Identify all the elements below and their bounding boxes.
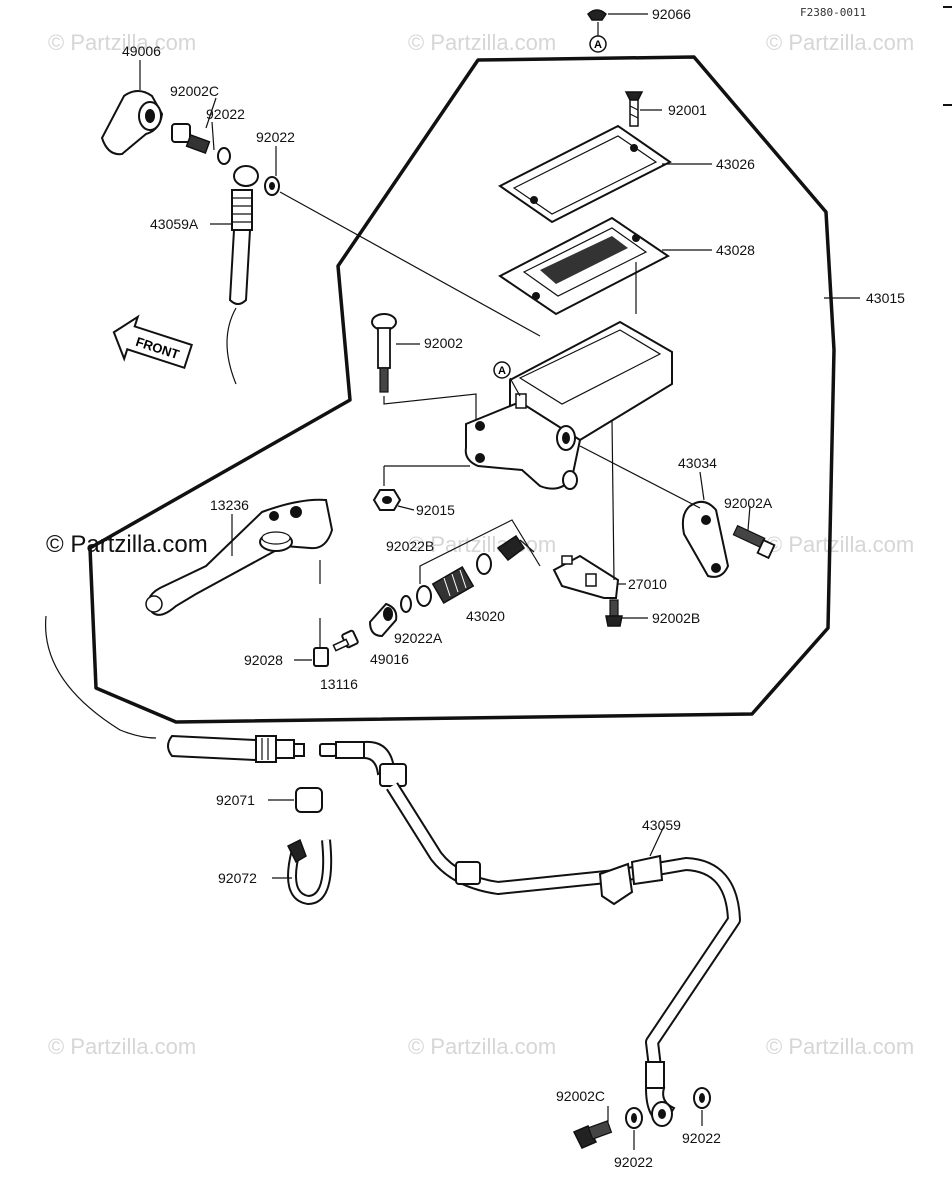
label-43059: 43059 [642,817,681,833]
part-92028-collar [313,618,329,667]
watermark: © Partzilla.com [48,1034,196,1059]
part-92002A-bolt [732,524,776,560]
part-92022-washer-bottom-left [625,1107,643,1129]
part-27010-switch [552,419,620,599]
watermark: © Partzilla.com [408,1034,556,1059]
watermark: © Partzilla.com [48,30,196,55]
leader-line [279,191,541,337]
label-43020: 43020 [466,608,505,624]
assembly-boundary [88,55,836,724]
watermark: © Partzilla.com [766,30,914,55]
label-43059A: 43059A [150,216,199,232]
part-labels: 92066 49006 92002C 92022 92022 43059A 92… [122,6,905,1170]
part-43020-piston-kit [419,519,541,605]
part-43059A-brake-hose [226,165,259,385]
part-43059-hose-upper-left [167,734,305,763]
ref-marker-a: A [498,365,506,377]
label-92072: 92072 [218,870,257,886]
part-92002B-screw [605,599,623,627]
part-92022-washer-bottom-right [693,1087,711,1109]
label-43015: 43015 [866,290,905,306]
watermark-dark: © Partzilla.com [46,531,208,558]
part-92002-bolt [371,313,477,420]
label-49016: 49016 [370,651,409,667]
part-13236-clutch-lever [145,498,334,616]
label-92002A: 92002A [724,495,773,511]
label-92002B: 92002B [652,610,700,626]
label-27010: 27010 [628,576,667,592]
watermarks: © Partzilla.com © Partzilla.com © Partzi… [46,30,914,1059]
watermark: © Partzilla.com [766,532,914,557]
part-92066-cap-screw: A [587,9,648,53]
part-43028-diaphragm [498,216,670,316]
edge-mark [943,104,952,106]
label-13116: 13116 [320,676,358,692]
part-43026-reservoir-cap [498,124,672,224]
part-92002C-banjo-bolt-bottom [572,1106,613,1149]
part-49006-boot [100,60,164,156]
label-43028: 43028 [716,242,755,258]
part-43059-brake-hose [386,782,741,1127]
part-92071-collar [268,787,323,813]
label-92066: 92066 [652,6,691,22]
front-arrow: FRONT [112,314,194,370]
label-92022: 92022 [614,1154,653,1170]
label-92022: 92022 [206,106,245,122]
part-43034-clamp [579,445,730,578]
part-49016-boot [368,602,398,638]
label-92022A: 92022A [394,630,443,646]
diagram-code: F2380-0011 [800,6,866,19]
part-92015-nut [372,465,470,511]
part-92022B-washer [416,585,432,607]
label-13236: 13236 [210,497,249,513]
label-43034: 43034 [678,455,717,471]
label-92071: 92071 [216,792,255,808]
ref-marker-a: A [594,39,602,51]
part-13116-pushrod [332,629,359,652]
label-92002C: 92002C [170,83,219,99]
part-92072-band-clamp [272,838,333,906]
leader-lines [205,97,860,857]
label-92002C: 92002C [556,1088,605,1104]
label-92022: 92022 [256,129,295,145]
label-43026: 43026 [716,156,755,172]
label-92015: 92015 [416,502,455,518]
label-92001: 92001 [668,102,707,118]
label-92028: 92028 [244,652,283,668]
part-43059-hose-fitting [319,740,407,787]
label-92022B: 92022B [386,538,434,554]
edge-mark [943,6,952,8]
label-92022: 92022 [682,1130,721,1146]
label-49006: 49006 [122,43,161,59]
watermark: © Partzilla.com [408,30,556,55]
watermark: © Partzilla.com [766,1034,914,1059]
part-92022A-washer [400,595,412,613]
leader-curve [44,615,157,739]
part-43015-master-cylinder: A [464,320,673,490]
label-92002: 92002 [424,335,463,351]
part-92001-screw [624,91,644,127]
part-92002C-banjo-bolt [171,123,280,196]
